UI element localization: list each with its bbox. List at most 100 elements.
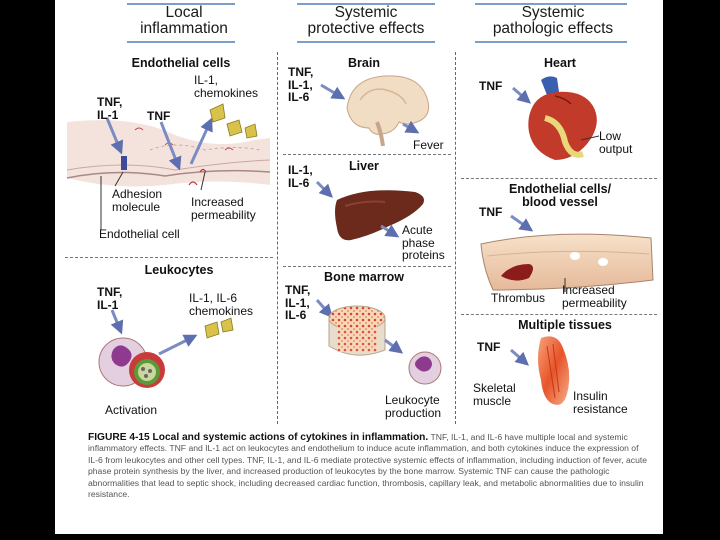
label-line: IL-6 (288, 175, 310, 190)
column-rule (127, 3, 235, 5)
label-line: Leukocyte (385, 393, 440, 407)
label-line: production (385, 405, 442, 420)
panel-divider (461, 178, 657, 179)
label-tnf-il1: TNF, IL-1 (97, 286, 122, 311)
column-rule (475, 3, 627, 5)
panel-divider (283, 154, 451, 155)
label-line: output (599, 141, 633, 156)
label-tnf-il1: TNF, IL-1 (97, 96, 122, 121)
label-line: Skeletal (473, 381, 516, 395)
label-tnf: TNF (479, 205, 503, 219)
label-adhesion-molecule: Adhesion molecule (112, 188, 162, 213)
label-insulin-resistance: Insulin resistance (573, 390, 628, 415)
adhesion-molecule-icon (121, 156, 127, 170)
bone-marrow-illustration (315, 299, 442, 385)
label-skeletal-muscle: Skeletal muscle (473, 382, 516, 407)
label-line: Increased (562, 283, 615, 297)
label-line: TNF, (97, 285, 123, 299)
label-line: IL-1, (288, 77, 313, 92)
illustrations (66, 75, 654, 405)
column-rule (127, 41, 235, 43)
label-thrombus: Thrombus (491, 291, 546, 305)
panel-title-bone-marrow: Bone marrow (324, 270, 404, 284)
label-line: IL-1, IL-6 (189, 291, 238, 305)
panel-title-liver: Liver (349, 159, 379, 173)
panel-divider (461, 314, 657, 315)
panel-divider (283, 266, 451, 267)
label-mediators: TNF, IL-1, IL-6 (288, 66, 313, 104)
label-line: IL-1, (288, 163, 313, 177)
column-header-protective: Systemic protective effects (291, 5, 441, 37)
column-header-line: Systemic (334, 4, 398, 21)
column-header-pathologic: Systemic pathologic effects (473, 5, 633, 37)
label-acute-phase-proteins: Acute phase proteins (402, 224, 445, 262)
panel-title-heart: Heart (544, 56, 576, 70)
label-mediators: TNF, IL-1, IL-6 (285, 284, 310, 322)
label-il1-chemokines: IL-1, chemokines (194, 74, 258, 99)
label-line: IL-1 (97, 107, 119, 122)
figure-page: Local inflammation Systemic protective e… (55, 0, 663, 534)
column-rule (297, 41, 435, 43)
label-il1-il6-chemokines: IL-1, IL-6 chemokines (189, 292, 253, 317)
column-header-line: protective effects (307, 20, 425, 37)
endothelium-illustration (66, 103, 271, 230)
column-header-line: Local (165, 4, 203, 21)
leukocyte-illustration (98, 309, 234, 388)
label-low-output: Low output (599, 130, 632, 155)
label-increased-permeability: Increased permeability (191, 196, 256, 221)
label-line: IL-6 (288, 90, 310, 104)
cytokine-icon (220, 317, 234, 333)
label-tnf: TNF (147, 109, 171, 123)
panel-title-brain: Brain (348, 56, 380, 70)
blood-vessel-illustration (480, 214, 654, 292)
panel-title-endothelial: Endothelial cells (131, 56, 231, 70)
figure-caption: FIGURE 4-15 Local and systemic actions o… (88, 432, 648, 500)
panel-divider (65, 257, 273, 258)
panel-title-vessel: Endothelial cells/ blood vessel (485, 183, 635, 209)
label-line: Insulin (573, 389, 608, 403)
caption-body: TNF, IL-1, and IL-6 have multiple local … (88, 432, 648, 500)
label-line: muscle (473, 393, 512, 408)
column-rule (297, 3, 435, 5)
label-tnf: TNF (479, 79, 503, 93)
label-line: TNF, (285, 283, 311, 297)
cytokine-icon (244, 123, 258, 139)
label-line: IL-1, (194, 73, 219, 87)
label-line: IL-1, (285, 295, 310, 310)
column-header-line: inflammation (140, 20, 228, 37)
label-line: phase (402, 235, 435, 250)
label-tnf: TNF (477, 340, 501, 354)
panel-title-tissues: Multiple tissues (518, 318, 612, 332)
label-fever: Fever (413, 138, 444, 152)
label-line: permeability (191, 207, 256, 222)
brain-illustration (320, 75, 430, 147)
label-line: proteins (402, 248, 445, 262)
label-activation: Activation (105, 403, 158, 417)
panel-title-line: Endothelial cells/ (508, 182, 612, 196)
label-line: chemokines (189, 303, 254, 318)
cytokine-icon (209, 103, 226, 123)
label-line: IL-6 (285, 308, 307, 322)
label-line: resistance (573, 401, 628, 416)
label-mediators: IL-1, IL-6 (288, 164, 313, 189)
label-line: molecule (112, 199, 161, 214)
label-line: permeability (562, 295, 627, 310)
label-line: IL-1 (97, 297, 119, 312)
liver-illustration (315, 180, 424, 241)
column-divider (277, 52, 278, 424)
column-header-line: pathologic effects (492, 20, 614, 37)
label-line: TNF, (97, 95, 123, 109)
label-line: Increased (191, 195, 244, 209)
column-divider (455, 52, 456, 424)
label-line: Adhesion (112, 187, 163, 201)
column-header-line: Systemic (521, 4, 585, 21)
label-increased-permeability: Increased permeability (562, 284, 627, 309)
caption-title: FIGURE 4-15 Local and systemic actions o… (88, 432, 429, 443)
label-line: TNF, (288, 65, 314, 79)
column-rule (475, 41, 627, 43)
column-header-local: Local inflammation (119, 5, 249, 37)
label-line: chemokines (194, 85, 259, 100)
label-leukocyte-production: Leukocyte production (385, 394, 441, 419)
label-endothelial-cell: Endothelial cell (99, 227, 180, 241)
heart-illustration (512, 76, 600, 160)
